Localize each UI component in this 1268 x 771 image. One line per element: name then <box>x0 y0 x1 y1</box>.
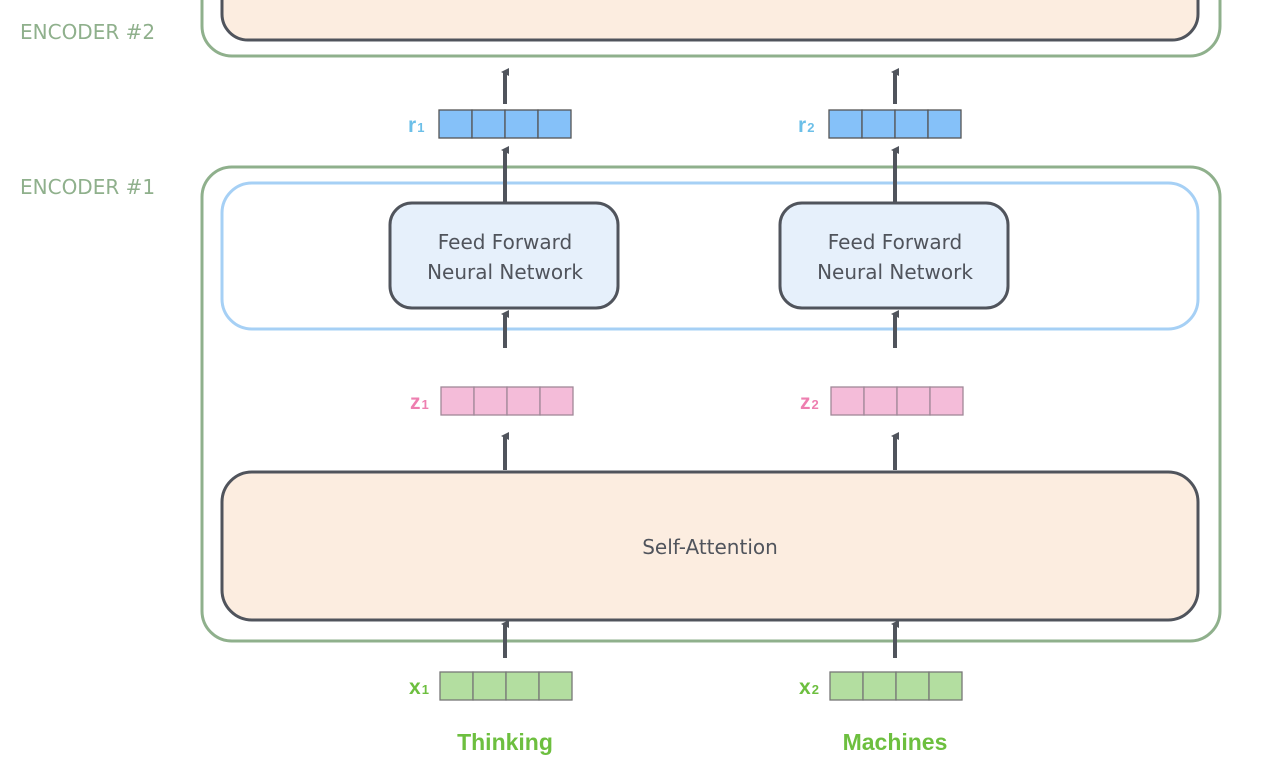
r-vector-label: r1 <box>408 114 424 137</box>
self-attention-box <box>220 470 1200 622</box>
z-vector-label: z1 <box>410 391 429 414</box>
vector-cell <box>830 386 865 416</box>
vector-cell <box>927 109 962 139</box>
vector-cell <box>894 109 929 139</box>
vector-cell <box>862 671 897 701</box>
encoder-1-label: ENCODER #1 <box>20 175 155 199</box>
ffn-label-line1: Feed Forward <box>438 230 573 254</box>
vector-cell <box>863 386 898 416</box>
x-vector-1: x1 <box>409 671 573 701</box>
vector-cell <box>472 671 507 701</box>
input-word-1: Thinking <box>457 729 553 755</box>
vector-cell <box>471 109 506 139</box>
vector-cell <box>440 386 475 416</box>
vector-cell <box>504 109 539 139</box>
vector-cell <box>928 671 963 701</box>
z-vector-1: z1 <box>410 386 574 416</box>
ffn-label-line1: Feed Forward <box>828 230 963 254</box>
self-attention-label: Self-Attention <box>642 535 778 559</box>
encoder-2-inner-box <box>220 0 1200 42</box>
ffn-label-line2: Neural Network <box>427 260 583 284</box>
vector-cell <box>439 671 474 701</box>
vector-cell <box>539 386 574 416</box>
vector-cell <box>829 671 864 701</box>
vector-cell <box>537 109 572 139</box>
x-vector-label: x2 <box>799 676 819 699</box>
vector-cell <box>896 386 931 416</box>
vector-cell <box>895 671 930 701</box>
vector-cell <box>861 109 896 139</box>
vector-cell <box>538 671 573 701</box>
ffn-group-box <box>220 181 1200 331</box>
encoder-2-label: ENCODER #2 <box>20 20 155 44</box>
r-vector-label: r2 <box>798 114 814 137</box>
vector-cell <box>506 386 541 416</box>
vector-cell <box>929 386 964 416</box>
vector-cell <box>505 671 540 701</box>
ffn-label-line2: Neural Network <box>817 260 973 284</box>
x-vector-label: x1 <box>409 676 429 699</box>
r-vector-1: r1 <box>408 109 572 139</box>
r-vector-2: r2 <box>798 109 962 139</box>
vector-cell <box>438 109 473 139</box>
x-vector-2: x2 <box>799 671 963 701</box>
vector-cell <box>828 109 863 139</box>
z-vector-label: z2 <box>800 391 819 414</box>
z-vector-2: z2 <box>800 386 964 416</box>
input-word-2: Machines <box>843 729 948 755</box>
vector-cell <box>473 386 508 416</box>
